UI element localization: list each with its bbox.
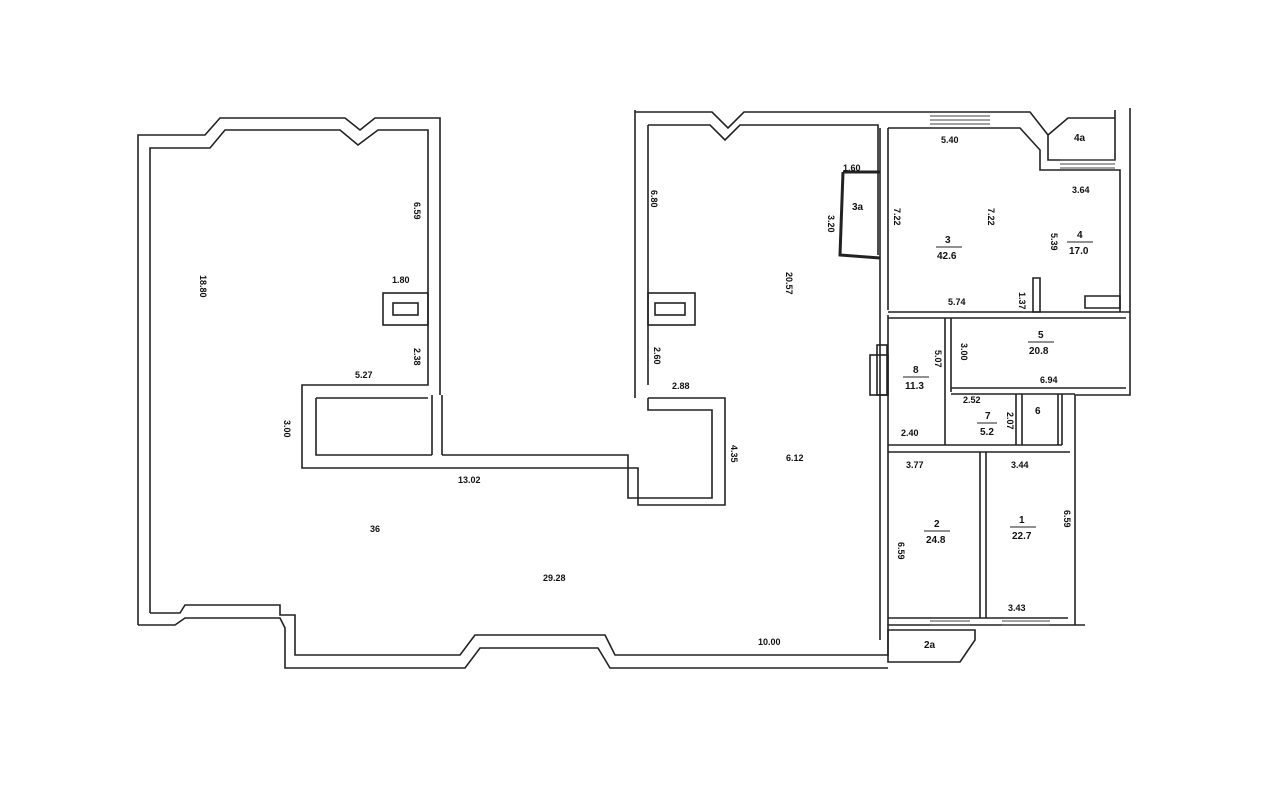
svg-text:8: 8	[913, 365, 919, 376]
dim: 5.40	[941, 135, 959, 145]
dim: 2.60	[652, 347, 662, 365]
dim: 2.38	[412, 348, 422, 366]
dim: 7.22	[892, 208, 902, 226]
dim: 3.77	[906, 460, 924, 470]
dim: 6.94	[1040, 375, 1058, 385]
room-labels: 122.7 224.8 342.6 417.0 520.8 6 75.2 811…	[852, 133, 1093, 651]
dim: 6.80	[649, 190, 659, 208]
dim: 3.20	[826, 215, 836, 233]
dim: 5.39	[1049, 233, 1059, 251]
windows	[930, 115, 1115, 626]
dim: 3.00	[959, 343, 969, 361]
svg-text:42.6: 42.6	[937, 251, 957, 262]
dim: 10.00	[758, 637, 781, 647]
dim: 6.12	[786, 453, 804, 463]
dim: 4.35	[729, 445, 739, 463]
dim: 5.07	[933, 350, 943, 368]
room-7: 75.2	[977, 411, 997, 438]
room-3: 342.6	[936, 235, 962, 262]
room-5: 520.8	[1028, 330, 1054, 357]
svg-text:20.8: 20.8	[1029, 346, 1049, 357]
dim: 2.07	[1005, 412, 1015, 430]
svg-text:24.8: 24.8	[926, 535, 946, 546]
room-8: 811.3	[903, 365, 929, 392]
dim: 29.28	[543, 573, 566, 583]
room-1: 122.7	[1010, 515, 1036, 542]
dim: 2.40	[901, 428, 919, 438]
dim: 3.44	[1011, 460, 1029, 470]
svg-text:17.0: 17.0	[1069, 246, 1089, 257]
room-4: 417.0	[1067, 230, 1093, 257]
dim: 3.43	[1008, 603, 1026, 613]
svg-text:5.2: 5.2	[980, 427, 994, 438]
dim: 5.27	[355, 370, 373, 380]
svg-text:11.3: 11.3	[905, 381, 924, 392]
svg-text:2: 2	[934, 519, 940, 530]
balcony-2a: 2a	[924, 640, 936, 651]
dim: 6.59	[896, 542, 906, 560]
dimension-labels: 18.80 6.59 1.80 2.38 5.27 3.00 13.02 36 …	[198, 135, 1090, 647]
balcony-4a: 4a	[1074, 133, 1086, 144]
dim: 1.60	[843, 163, 861, 173]
dim: 1.80	[392, 275, 410, 285]
dim: 20.57	[784, 272, 794, 295]
room-6: 6	[1035, 406, 1041, 417]
room-2: 224.8	[924, 519, 950, 546]
balcony-3a: 3a	[852, 202, 864, 213]
svg-text:5: 5	[1038, 330, 1044, 341]
dim: 6.59	[1062, 510, 1072, 528]
walls	[137, 108, 1131, 669]
svg-text:22.7: 22.7	[1012, 531, 1032, 542]
dim: 1.37	[1017, 292, 1027, 310]
dim: 6.59	[412, 202, 422, 220]
dim: 2.52	[963, 395, 981, 405]
svg-text:4: 4	[1077, 230, 1083, 241]
dim: 3.00	[282, 420, 292, 438]
svg-text:6: 6	[1035, 406, 1041, 417]
svg-text:3: 3	[945, 235, 951, 246]
dim: 5.74	[948, 297, 966, 307]
dim: 7.22	[986, 208, 996, 226]
dim: 36	[370, 524, 380, 534]
svg-text:1: 1	[1019, 515, 1025, 526]
dim: 3.64	[1072, 185, 1090, 195]
dim: 18.80	[198, 275, 208, 298]
dim: 2.88	[672, 381, 690, 391]
svg-text:7: 7	[985, 411, 991, 422]
dim: 13.02	[458, 475, 481, 485]
